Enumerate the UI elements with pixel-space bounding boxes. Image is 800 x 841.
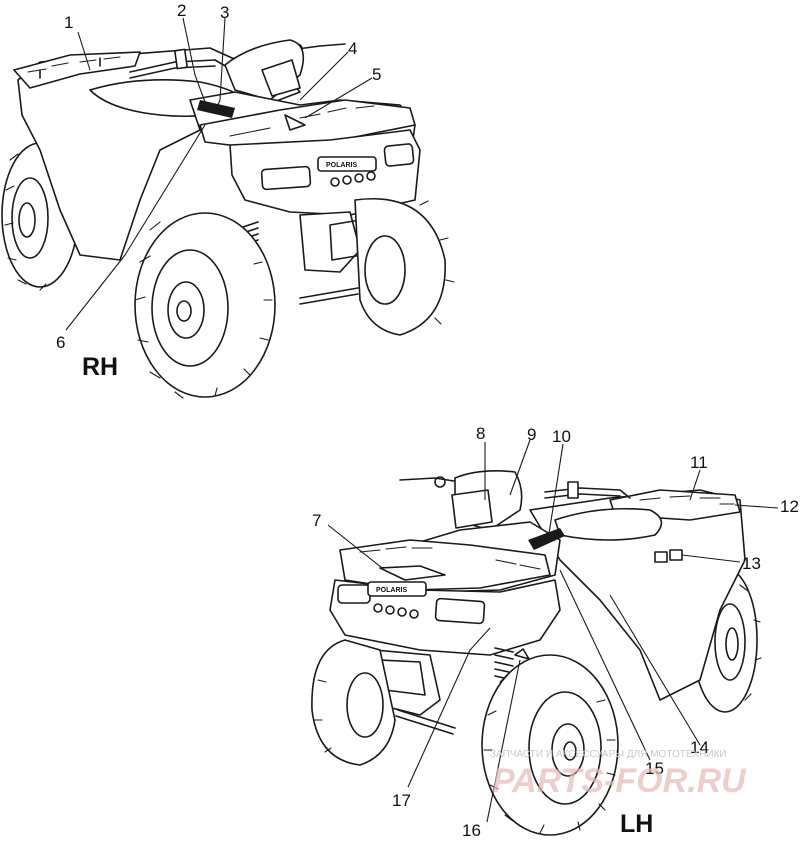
view-label-lh: LH [620, 810, 653, 838]
callout-12: 12 [780, 497, 799, 516]
rh-headlight-pod [224, 39, 305, 101]
callout-9: 9 [527, 425, 536, 444]
callout-1: 1 [64, 13, 73, 32]
callout-5: 5 [372, 65, 381, 84]
callout-4: 4 [348, 39, 357, 58]
watermark: ЗАПЧАСТИ И АКСЕССУАРЫ ДЛЯ МОТОТЕХНИКИ PA… [490, 749, 747, 800]
callout-16: 16 [462, 821, 481, 840]
callout-8: 8 [476, 424, 485, 443]
callout-2: 2 [177, 1, 186, 20]
rh-front-fascia: POLARIS [229, 129, 421, 273]
lh-handlebar [399, 476, 631, 499]
lh-wheel-front-right [311, 639, 396, 766]
callout-3: 3 [220, 3, 229, 22]
callout-6: 6 [56, 333, 65, 352]
lh-headlight-pod [451, 470, 523, 531]
watermark-site: PARTS-FOR.RU [492, 762, 747, 800]
lh-brand-plate: POLARIS [376, 587, 407, 594]
view-label-rh: RH [82, 353, 118, 381]
atv-rh-illustration: POLARIS [1, 17, 455, 399]
callout-labels: 1 2 3 4 5 6 7 8 9 10 11 12 13 14 15 16 1… [56, 1, 799, 840]
lh-shock-spring [494, 647, 530, 681]
atv-lh-illustration: POLARIS [311, 439, 779, 836]
callout-13: 13 [742, 554, 761, 573]
rh-wheel-front-right [134, 212, 276, 399]
callout-11: 11 [690, 453, 708, 472]
callout-10: 10 [552, 427, 571, 446]
callout-14: 14 [690, 738, 709, 757]
rh-rear-rack [13, 51, 141, 89]
lh-seat [554, 507, 663, 541]
lh-tank-decal [528, 528, 565, 550]
watermark-tagline: ЗАПЧАСТИ И АКСЕССУАРЫ ДЛЯ МОТОТЕХНИКИ [490, 749, 727, 760]
callout-17: 17 [392, 791, 411, 810]
rh-front-rack [199, 99, 416, 151]
rh-brand-plate: POLARIS [326, 162, 357, 169]
callout-7: 7 [312, 511, 321, 530]
lh-wheel-front-left [481, 654, 619, 836]
rh-wheel-front-left [354, 198, 455, 336]
callout-15: 15 [645, 759, 664, 778]
lh-bumper-bar [395, 709, 456, 735]
rh-bumper-bar [299, 287, 359, 305]
